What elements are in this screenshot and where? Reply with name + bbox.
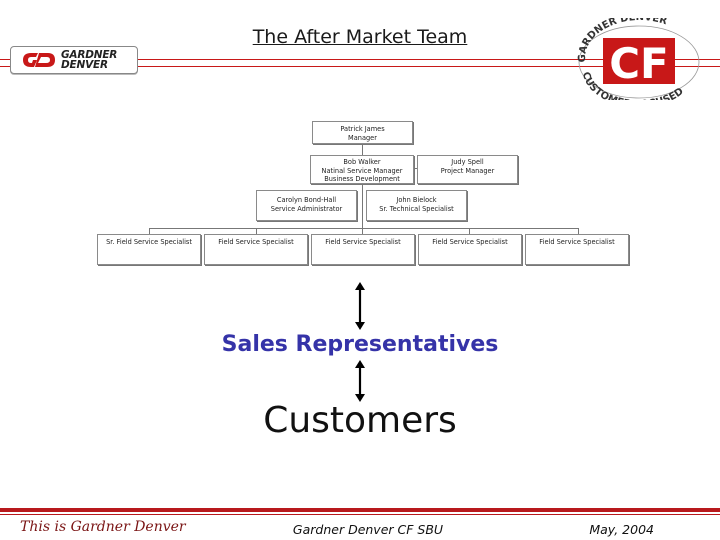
footer-center-text: Gardner Denver CF SBU bbox=[292, 522, 444, 537]
sales-representatives-label: Sales Representatives bbox=[221, 332, 499, 357]
connector bbox=[578, 228, 579, 234]
slide-title: The After Market Team bbox=[252, 26, 468, 48]
cf-customer-focused-logo: GARDNER DENVER CUSTOMER FOCUSED CF bbox=[577, 18, 700, 100]
org-box-specialist: Field Service Specialist bbox=[525, 234, 629, 265]
customers-label: Customers bbox=[263, 400, 457, 441]
connector bbox=[149, 228, 150, 234]
cf-logo-mark: CF bbox=[609, 39, 669, 88]
header-rule-top bbox=[0, 59, 720, 60]
org-box-technical-specialist: John Bielock Sr. Technical Specialist bbox=[366, 190, 467, 221]
org-box-service-administrator: Carolyn Bond-Hall Service Administrator bbox=[256, 190, 357, 221]
footer-tagline: This is Gardner Denver bbox=[20, 519, 186, 535]
footer-date: May, 2004 bbox=[589, 522, 654, 537]
connector bbox=[362, 183, 363, 244]
double-arrow-icon bbox=[355, 282, 365, 330]
connector bbox=[149, 228, 579, 229]
gd-mark-icon bbox=[23, 53, 55, 67]
org-box-specialist: Field Service Specialist bbox=[204, 234, 308, 265]
connector bbox=[362, 143, 363, 155]
connector bbox=[256, 228, 257, 234]
footer-rule bbox=[0, 514, 720, 515]
org-box-manager: Patrick James Manager bbox=[312, 121, 413, 144]
gd-logo-text: GARDNER DENVER bbox=[61, 49, 118, 71]
connector bbox=[469, 228, 470, 234]
org-box-specialist: Sr. Field Service Specialist bbox=[97, 234, 201, 265]
gardner-denver-logo: GARDNER DENVER bbox=[10, 46, 138, 74]
footer-bar bbox=[0, 508, 720, 512]
org-box-specialist: Field Service Specialist bbox=[311, 234, 415, 265]
org-box-specialist: Field Service Specialist bbox=[418, 234, 522, 265]
connector bbox=[413, 168, 417, 169]
double-arrow-icon bbox=[355, 360, 365, 402]
org-box-project-manager: Judy Spell Project Manager bbox=[417, 155, 518, 184]
org-box-service-manager: Bob Walker Natinal Service Manager Busin… bbox=[310, 155, 414, 184]
header-rule-bottom bbox=[0, 66, 720, 67]
